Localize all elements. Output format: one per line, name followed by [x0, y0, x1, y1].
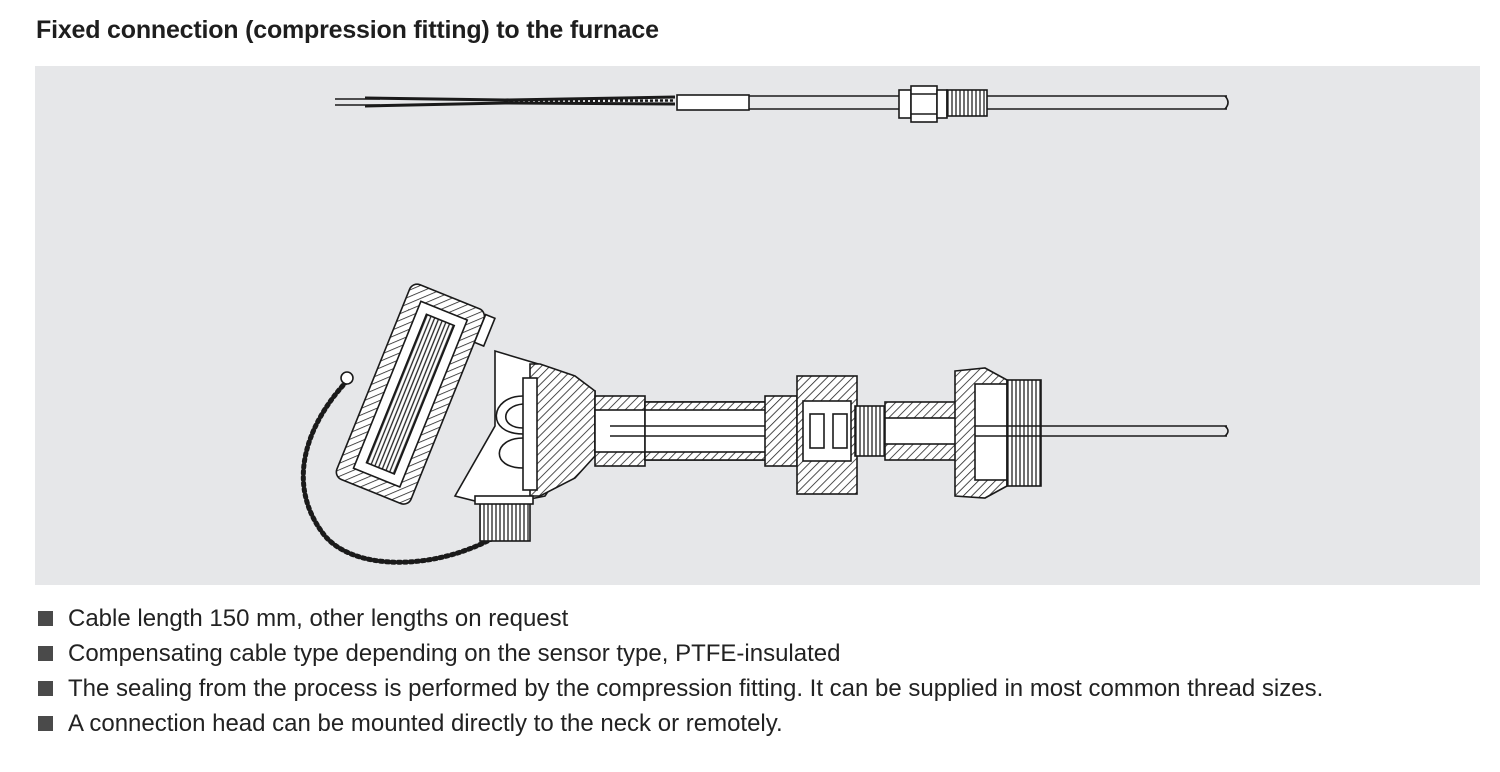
- head-version-drawing: [300, 283, 1229, 565]
- bullet-square-icon: [38, 646, 53, 661]
- thermocouple-drawing-svg: [300, 85, 1229, 565]
- bullet-square-icon: [38, 716, 53, 731]
- technical-drawing: [35, 66, 1480, 585]
- feature-list: Cable length 150 mm, other lengths on re…: [38, 603, 1323, 743]
- bullet-square-icon: [38, 611, 53, 626]
- list-item: A connection head can be mounted directl…: [38, 708, 1323, 743]
- list-item: Compensating cable type depending on the…: [38, 638, 1323, 673]
- section-heading: Fixed connection (compression fitting) t…: [36, 16, 659, 44]
- list-item: The sealing from the process is performe…: [38, 673, 1323, 708]
- list-item: Cable length 150 mm, other lengths on re…: [38, 603, 1323, 638]
- bullet-square-icon: [38, 681, 53, 696]
- cable-version-drawing: [335, 85, 1229, 123]
